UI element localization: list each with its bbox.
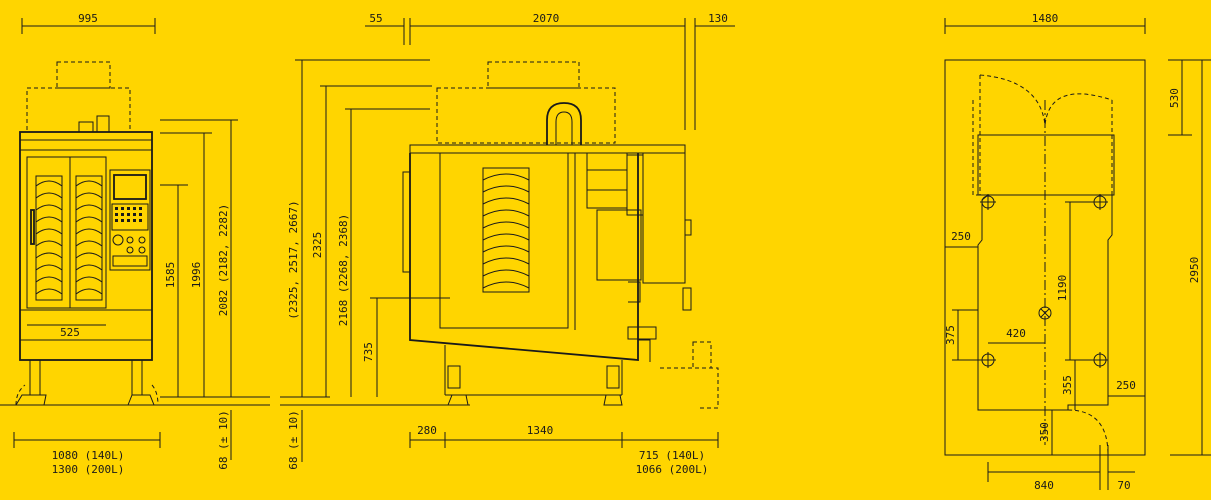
plan-right-250: 250 bbox=[1116, 379, 1136, 392]
side-foot-68: 68 (± 10) bbox=[287, 410, 300, 470]
plan-width-1480: 1480 bbox=[1032, 12, 1059, 25]
plan-height-2950: 2950 bbox=[1188, 257, 1201, 284]
front-height-1996: 1996 bbox=[190, 262, 203, 289]
plan-bottom-70: 70 bbox=[1117, 479, 1130, 492]
side-bottom-280: 280 bbox=[417, 424, 437, 437]
side-bottom-1340: 1340 bbox=[527, 424, 554, 437]
side-height-2325-alt: (2325, 2517, 2667) bbox=[287, 200, 300, 319]
plan-view: 1480 530 2950 250 1190 420 375 355 250 bbox=[944, 12, 1211, 492]
plan-dim-375: 375 bbox=[944, 325, 957, 345]
plan-dim-350: 350 bbox=[1038, 422, 1051, 442]
front-width-1080: 1080 (140L) bbox=[52, 449, 125, 462]
side-top-130: 130 bbox=[708, 12, 728, 25]
front-height-2082: 2082 (2182, 2282) bbox=[217, 204, 230, 317]
plan-left-250: 250 bbox=[951, 230, 971, 243]
plan-height-530: 530 bbox=[1168, 88, 1181, 108]
front-foot-68: 68 (± 10) bbox=[217, 410, 230, 470]
side-height-735: 735 bbox=[362, 342, 375, 362]
side-height-2325: 2325 bbox=[311, 232, 324, 259]
side-height-2168: 2168 (2268, 2368) bbox=[337, 214, 350, 327]
front-width-1300: 1300 (200L) bbox=[52, 463, 125, 476]
plan-dim-355: 355 bbox=[1061, 375, 1074, 395]
side-bottom-715: 715 (140L) bbox=[639, 449, 705, 462]
side-top-2070: 2070 bbox=[533, 12, 560, 25]
side-top-55: 55 bbox=[369, 12, 382, 25]
plan-dim-1190: 1190 bbox=[1056, 275, 1069, 302]
side-bottom-1066: 1066 (200L) bbox=[636, 463, 709, 476]
side-view: 55 2070 130 (2325, 2517, 2667) 2325 2168… bbox=[280, 12, 735, 476]
plan-dim-420: 420 bbox=[1006, 327, 1026, 340]
front-height-1585: 1585 bbox=[164, 262, 177, 289]
front-view: 995 1585 1996 2082 (2182, 2282) 525 68 (… bbox=[0, 12, 270, 476]
front-width-525: 525 bbox=[60, 326, 80, 339]
plan-bottom-840: 840 bbox=[1034, 479, 1054, 492]
front-width-995: 995 bbox=[78, 12, 98, 25]
